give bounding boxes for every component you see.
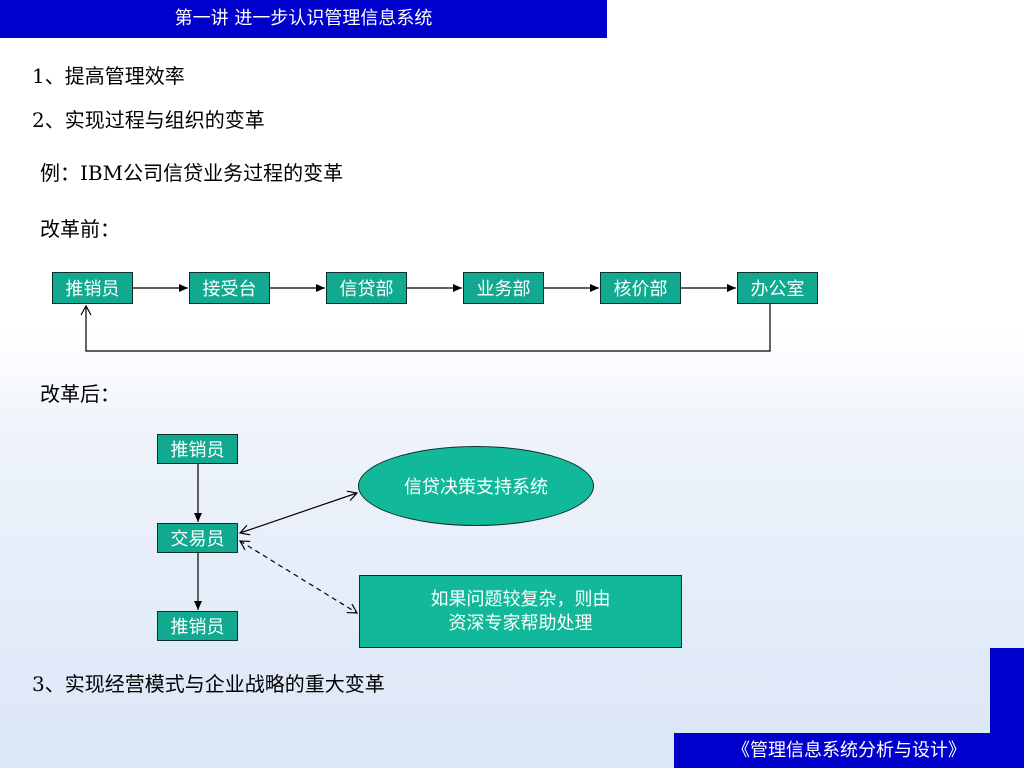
- example-text: 例：IBM公司信贷业务过程的变革: [40, 161, 344, 185]
- before-box-credit-dept: 信贷部: [326, 272, 407, 304]
- arrow-trader-dss: [238, 490, 359, 536]
- after-label: 改革后：: [40, 382, 120, 406]
- point-2: 2、实现过程与组织的变革: [32, 108, 265, 132]
- footer-decoration: [990, 648, 1024, 733]
- advice-line-2: 资深专家帮助处理: [448, 612, 593, 634]
- point-3: 3、实现经营模式与企业战略的重大变革: [32, 672, 385, 696]
- advice-line-1: 如果问题较复杂，则由: [430, 588, 611, 610]
- before-label: 改革前：: [40, 217, 120, 241]
- point-1: 1、提高管理效率: [32, 64, 185, 88]
- before-box-reception: 接受台: [189, 272, 270, 304]
- expert-advice-box: 如果问题较复杂，则由 资深专家帮助处理: [359, 575, 682, 648]
- after-box-salesman-top: 推销员: [157, 434, 238, 464]
- after-box-salesman-bottom: 推销员: [157, 611, 238, 641]
- before-box-office: 办公室: [737, 272, 818, 304]
- return-loop-arrow: [80, 304, 771, 352]
- footer-title: 《管理信息系统分析与设计》: [674, 733, 1024, 768]
- arrow-trader-expert: [238, 540, 359, 614]
- before-box-salesman: 推销员: [52, 272, 133, 304]
- before-box-pricing-dept: 核价部: [600, 272, 681, 304]
- slide-title: 第一讲 进一步认识管理信息系统: [0, 0, 607, 38]
- before-box-business-dept: 业务部: [463, 272, 544, 304]
- credit-decision-support-system: 信贷决策支持系统: [358, 446, 594, 526]
- after-box-trader: 交易员: [157, 523, 238, 553]
